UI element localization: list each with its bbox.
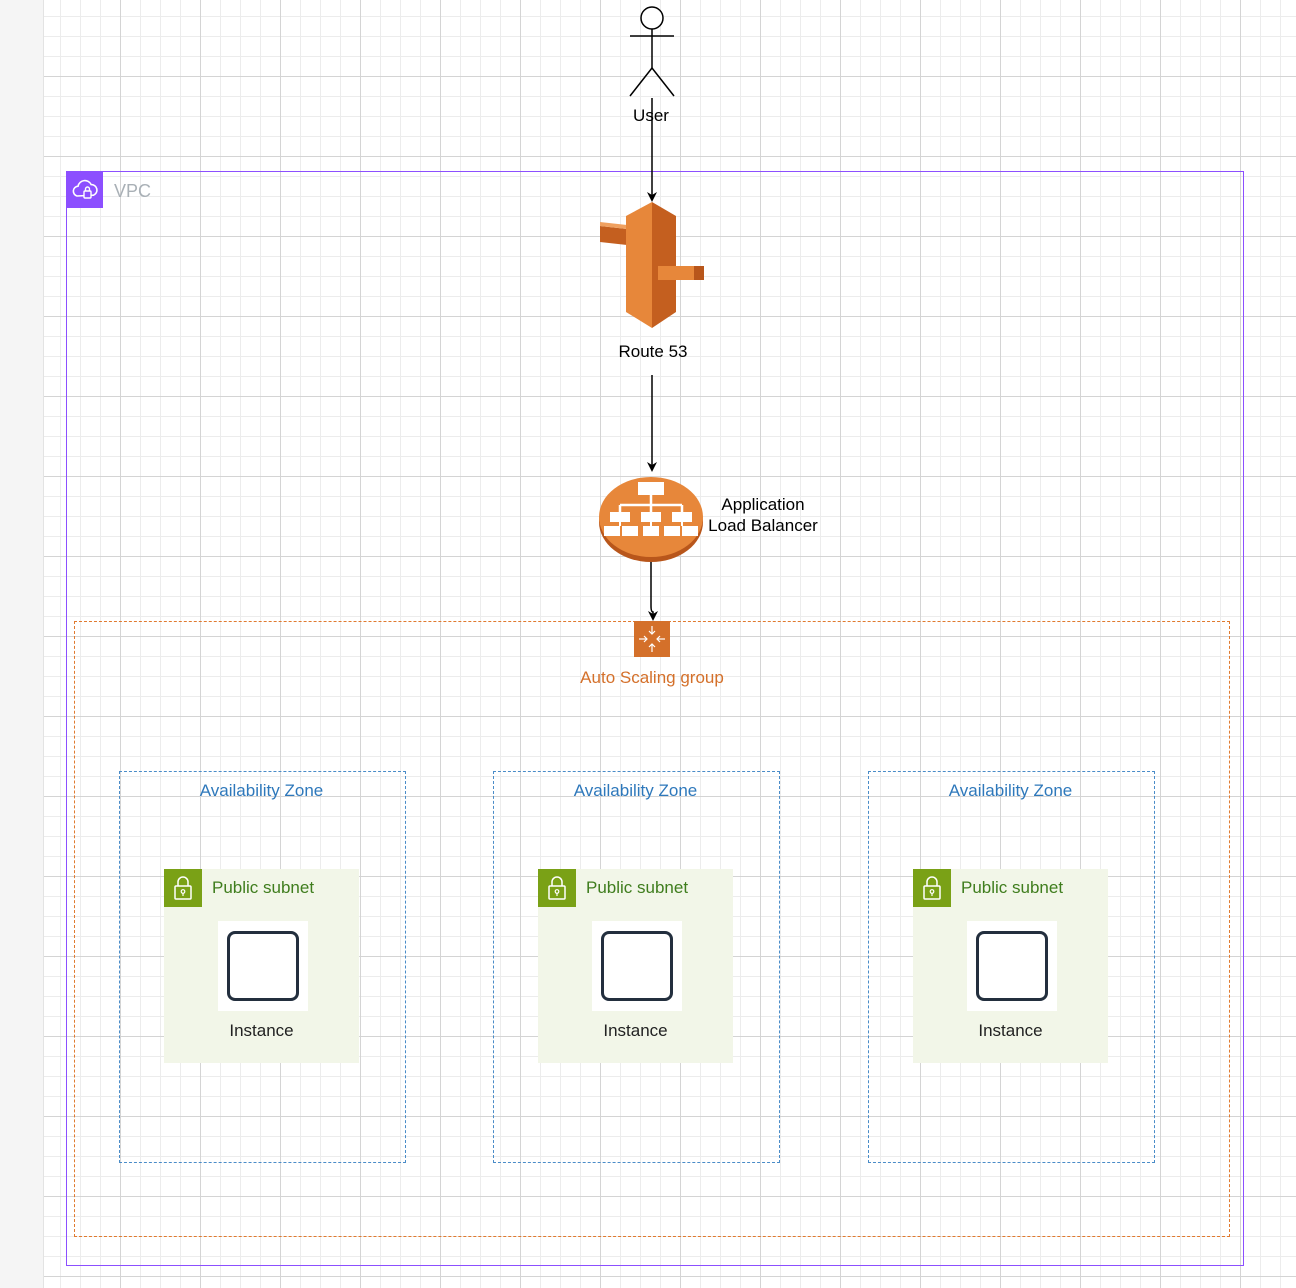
availability-zone-1[interactable]: [119, 771, 406, 1163]
vpc-container[interactable]: [66, 171, 1244, 1266]
public-subnet-label: Public subnet: [212, 878, 315, 897]
public-subnet-label: Public subnet: [586, 878, 689, 897]
instance-square-icon: [601, 931, 673, 1001]
instance-icon[interactable]: [967, 921, 1057, 1011]
public-subnet-label: Public subnet: [961, 878, 1064, 897]
auto-scaling-group-label: Auto Scaling group: [580, 668, 724, 687]
instance-square-icon: [976, 931, 1048, 1001]
route53-icon[interactable]: [596, 200, 708, 332]
user-actor-icon[interactable]: [620, 4, 684, 100]
subnet-lock-icon: [164, 869, 202, 907]
availability-zone-label: Availability Zone: [573, 781, 698, 800]
availability-zone-label: Availability Zone: [948, 781, 1073, 800]
availability-zone-label: Availability Zone: [199, 781, 324, 800]
left-panel-edge: [0, 0, 44, 1288]
availability-zone-3[interactable]: [868, 771, 1155, 1163]
user-label: User: [633, 106, 669, 125]
route53-label: Route 53: [618, 342, 688, 361]
instance-label: Instance: [229, 1021, 294, 1040]
vpc-icon: [67, 172, 103, 208]
subnet-lock-icon: [913, 869, 951, 907]
availability-zone-2[interactable]: [493, 771, 780, 1163]
subnet-lock-icon: [538, 869, 576, 907]
edge-alb-asg: [648, 562, 658, 621]
instance-icon[interactable]: [592, 921, 682, 1011]
application-load-balancer-icon[interactable]: [598, 472, 704, 564]
instance-label: Instance: [978, 1021, 1043, 1040]
instance-icon[interactable]: [218, 921, 308, 1011]
instance-square-icon: [227, 931, 299, 1001]
alb-label: Application Load Balancer: [708, 495, 818, 535]
instance-label: Instance: [603, 1021, 668, 1040]
auto-scaling-icon: [634, 621, 670, 657]
vpc-label: VPC: [114, 181, 152, 201]
